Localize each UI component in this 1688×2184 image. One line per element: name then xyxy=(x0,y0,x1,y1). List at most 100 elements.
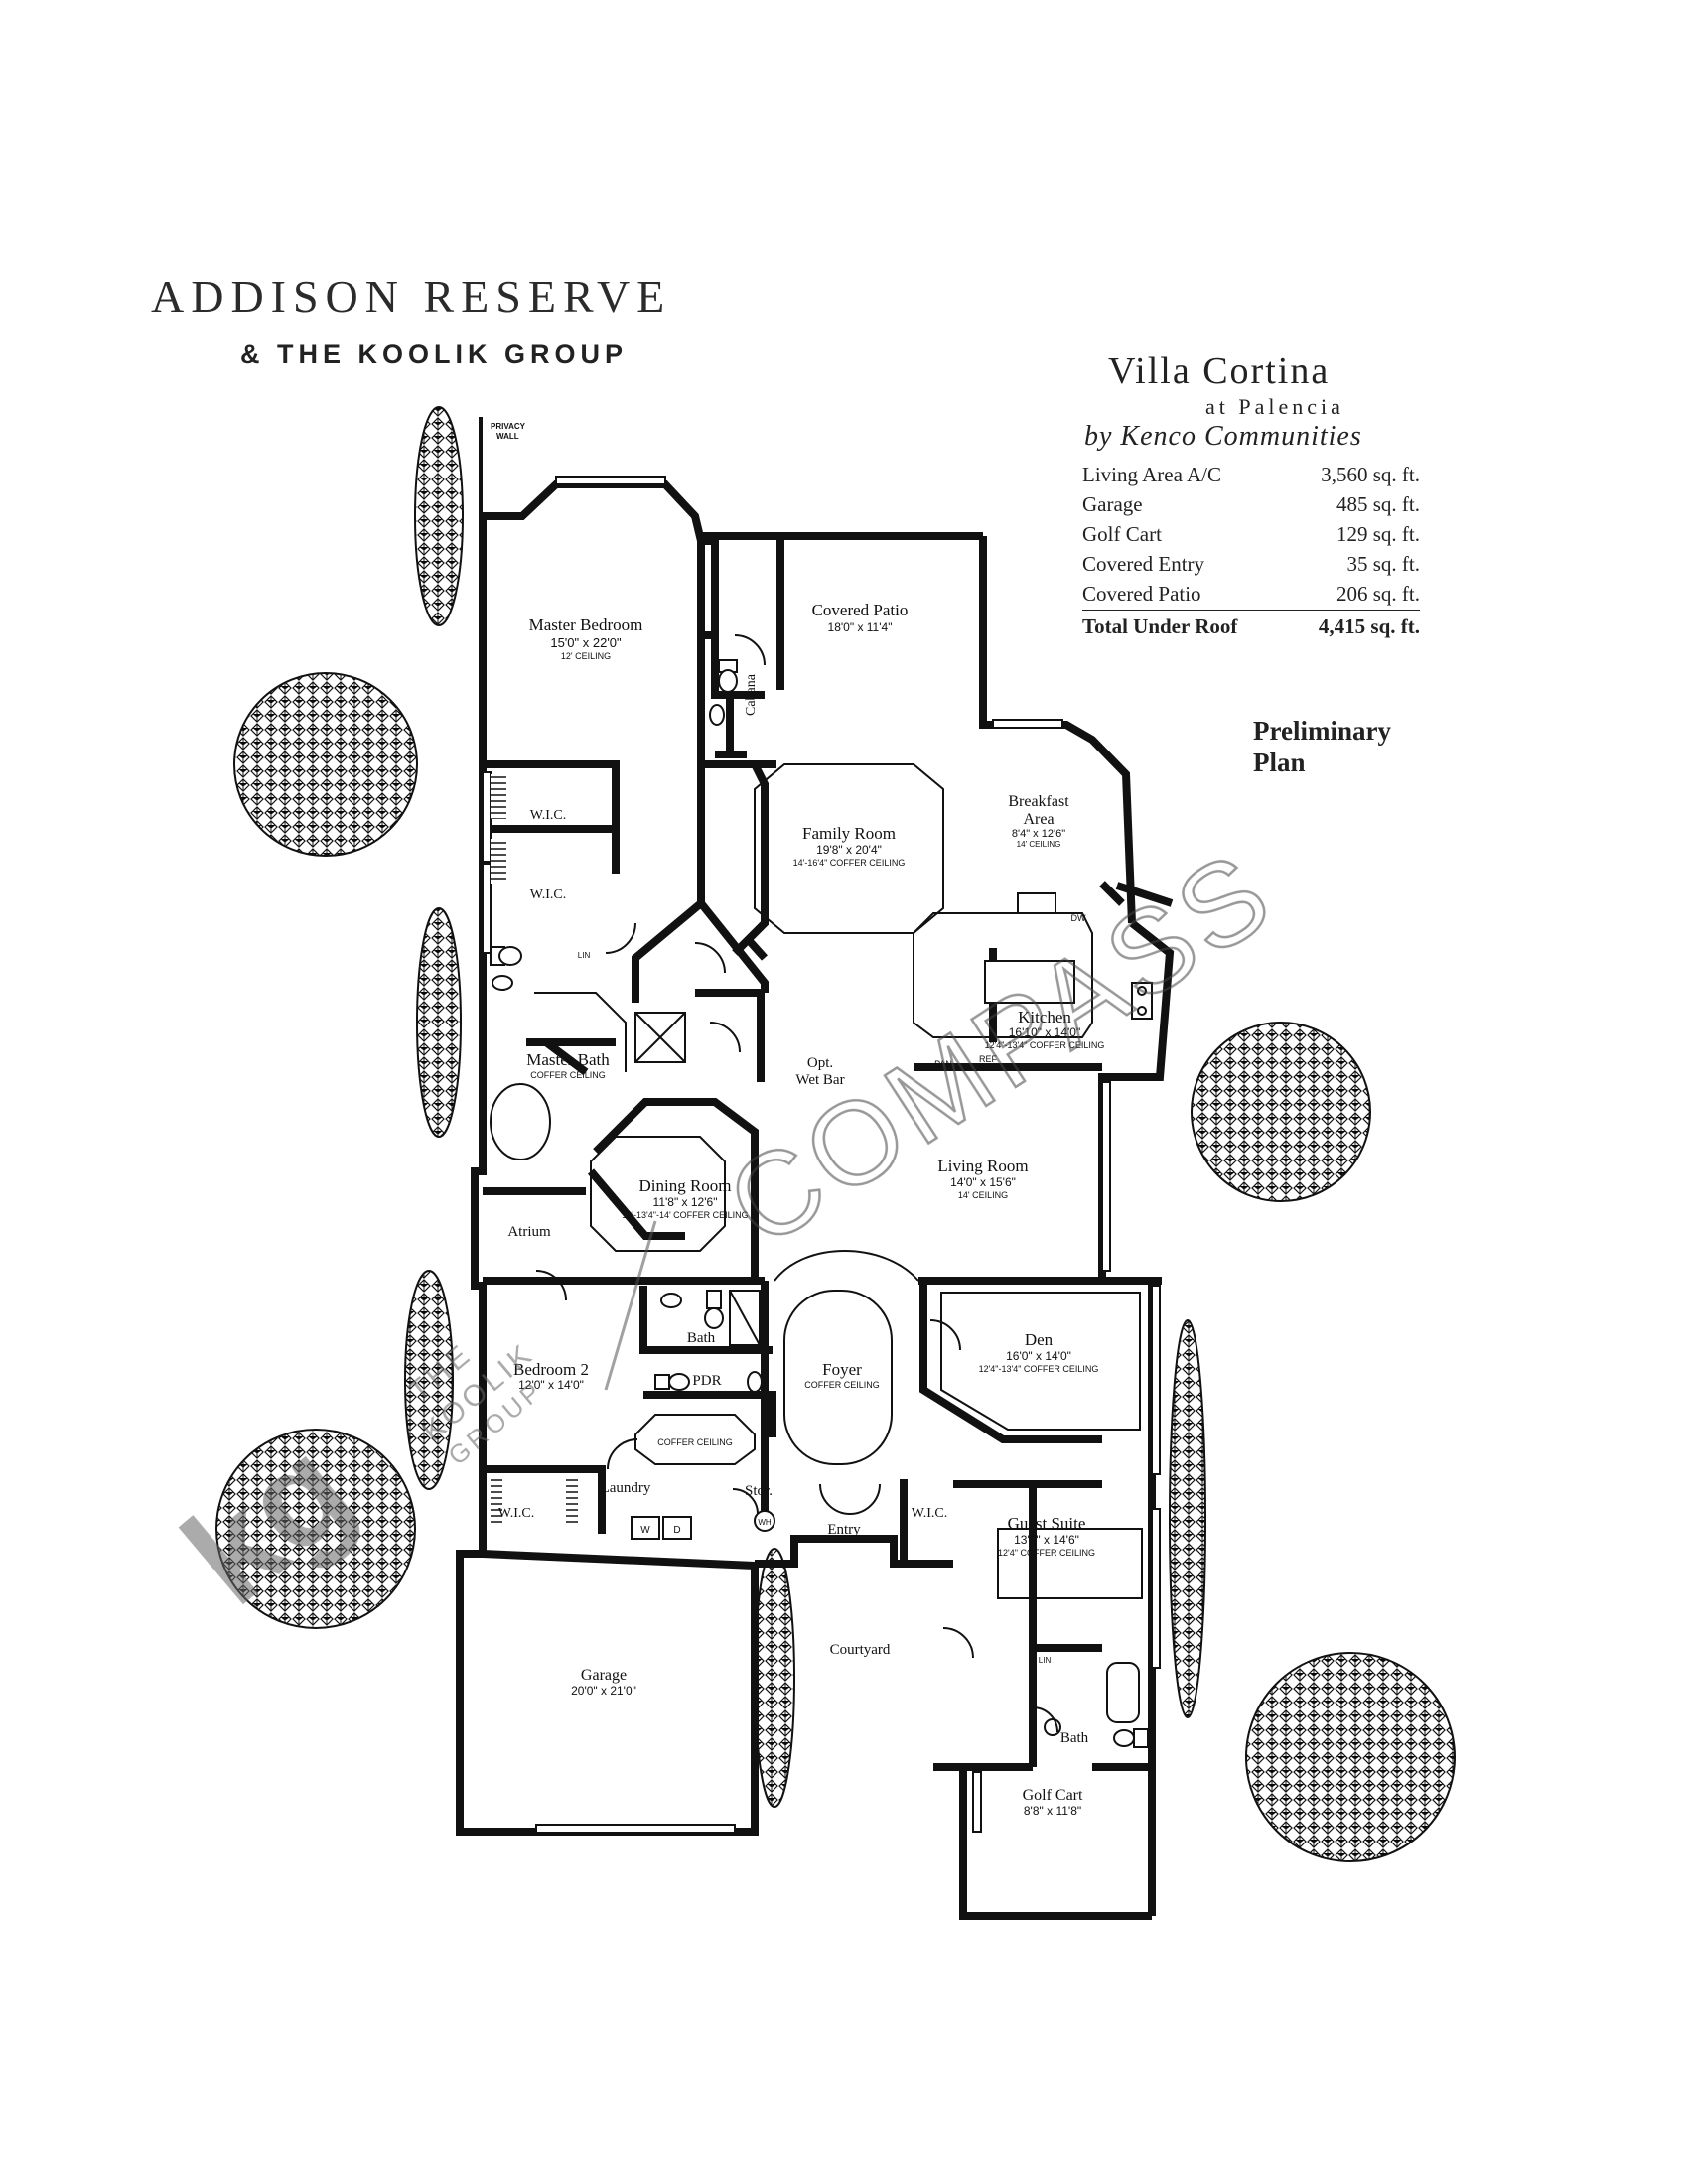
entry-label: Entry xyxy=(827,1522,861,1538)
plan-builder: by Kenco Communities xyxy=(1084,421,1362,452)
washer-icon xyxy=(631,1516,660,1540)
guest-suite-label: Guest Suite xyxy=(1008,1514,1086,1533)
family-room-dims: 19'8" x 20'4" xyxy=(816,843,882,857)
washer-label: W xyxy=(640,1525,650,1536)
covered-patio-dims: 18'0" x 11'4" xyxy=(828,620,893,634)
coffer-ceiling-label: COFFER CEILING xyxy=(657,1437,733,1447)
shrub-icon xyxy=(416,907,462,1138)
closet-shelving xyxy=(491,774,578,1524)
garage-label: Garage xyxy=(581,1667,627,1684)
sink-icon xyxy=(1044,1718,1061,1736)
area-table: Living Area A/C 3,560 sq. ft. Garage 485 sq… xyxy=(1082,461,1420,642)
guest-suite-dims: 13'8" x 14'6" xyxy=(1014,1533,1079,1547)
storage-label: Stor. xyxy=(745,1483,773,1499)
watermark-divider xyxy=(604,1220,657,1391)
atrium-label: Atrium xyxy=(507,1224,551,1240)
family-room-label: Family Room xyxy=(802,824,896,843)
family-room-note: 14'-16'4" COFFER CEILING xyxy=(793,858,906,868)
kitchen-label: Kitchen xyxy=(1018,1008,1071,1026)
breakfast-note: 14' CEILING xyxy=(1017,840,1061,849)
cabana-label: Cabana xyxy=(744,673,759,716)
bedroom-2-label: Bedroom 2 xyxy=(513,1360,589,1379)
area-label: Covered Entry xyxy=(1082,552,1205,576)
wic-label-2: W.I.C. xyxy=(530,887,566,902)
area-row: Golf Cart 129 sq. ft. xyxy=(1082,520,1420,550)
shrub-icon xyxy=(754,1548,795,1808)
sink-icon xyxy=(709,704,725,726)
sink-icon xyxy=(747,1371,763,1393)
bathtub-icon xyxy=(1106,1662,1140,1723)
tree-icon xyxy=(1245,1652,1456,1862)
golf-cart-dims: 8'8" x 11'8" xyxy=(1024,1804,1081,1818)
master-bedroom-note: 12' CEILING xyxy=(561,651,611,661)
living-room-dims: 14'0" x 15'6" xyxy=(950,1175,1016,1189)
brand-title: ADDISON RESERVE xyxy=(151,271,672,322)
dw-label: DW xyxy=(1071,913,1086,923)
area-value: 4,415 sq. ft. xyxy=(1318,614,1420,638)
living-room-label: Living Room xyxy=(937,1157,1028,1175)
windows xyxy=(482,476,1161,1834)
shrub-icon xyxy=(404,1270,454,1490)
area-label: Living Area A/C xyxy=(1082,463,1221,486)
master-bedroom-dims: 15'0" x 22'0" xyxy=(550,635,622,650)
dryer-label: D xyxy=(673,1525,680,1536)
den-dims: 16'0" x 14'0" xyxy=(1006,1349,1071,1363)
area-value: 485 sq. ft. xyxy=(1336,492,1420,516)
guest-suite-note: 12'4" COFFER CEILING xyxy=(998,1548,1095,1558)
breakfast-dims: 8'4" x 12'6" xyxy=(1012,828,1065,840)
pdr-label: PDR xyxy=(692,1373,721,1389)
area-row: Garage 485 sq. ft. xyxy=(1082,490,1420,520)
area-label: Golf Cart xyxy=(1082,522,1162,546)
shrub-icon xyxy=(414,406,464,626)
toilet-icon xyxy=(718,659,738,693)
area-label: Covered Patio xyxy=(1082,580,1287,611)
kitchen-dims: 16'10" x 14'0" xyxy=(1009,1025,1081,1039)
privacy-wall-label-1: PRIVACY xyxy=(491,422,526,431)
garage-dims: 20'0" x 21'0" xyxy=(571,1684,636,1698)
lin-label-2: LIN xyxy=(1039,1656,1052,1665)
water-heater-label: WH xyxy=(758,1518,772,1527)
fixtures xyxy=(490,659,1153,1748)
privacy-wall-label-2: WALL xyxy=(496,432,519,441)
dryer-icon xyxy=(662,1516,692,1540)
preliminary-label-line2: Plan xyxy=(1253,748,1306,777)
area-label: Garage xyxy=(1082,492,1143,516)
ref-label: REF xyxy=(979,1054,998,1064)
courtyard-label: Courtyard xyxy=(830,1642,891,1658)
toilet-icon xyxy=(654,1373,690,1391)
area-value: 129 sq. ft. xyxy=(1336,522,1420,546)
dining-room-dims: 11'8" x 12'6" xyxy=(653,1195,718,1209)
area-row: Living Area A/C 3,560 sq. ft. xyxy=(1082,461,1420,490)
compass-watermark: COMPASS xyxy=(706,825,1297,1272)
wet-bar-label-1: Opt. xyxy=(807,1055,833,1071)
preliminary-plan-label: Preliminary Plan xyxy=(1253,715,1391,778)
sink-icon xyxy=(660,1293,682,1308)
plan-name: Villa Cortina xyxy=(1108,350,1331,392)
toilet-icon xyxy=(490,946,522,966)
pan-label: PAN xyxy=(934,1059,952,1069)
dining-room-note: 12'-13'4"-14' COFFER CEILING xyxy=(622,1210,748,1220)
master-bath-note: COFFER CEILING xyxy=(530,1070,606,1080)
shower-icon xyxy=(634,1012,686,1063)
golf-cart-label: Golf Cart xyxy=(1023,1787,1083,1804)
bedroom-2-dims: 12'0" x 14'0" xyxy=(518,1378,584,1392)
lin-label-1: LIN xyxy=(578,951,591,960)
foyer-label: Foyer xyxy=(822,1360,862,1379)
bathtub-icon xyxy=(490,1083,551,1160)
kitchen-note: 12'4"-13'4" COFFER CEILING xyxy=(985,1040,1105,1050)
bath-label-1: Bath xyxy=(687,1330,716,1346)
interior-walls xyxy=(483,635,1174,1771)
wic-label-4: W.I.C. xyxy=(912,1506,947,1521)
area-value: 3,560 sq. ft. xyxy=(1321,463,1420,486)
master-bath-label: Master Bath xyxy=(526,1050,610,1069)
area-value: 206 sq. ft. xyxy=(1286,580,1420,611)
tree-icon xyxy=(1191,1022,1371,1202)
shower-icon xyxy=(729,1290,761,1346)
water-heater-icon xyxy=(754,1510,775,1532)
bath-label-2: Bath xyxy=(1060,1730,1089,1746)
plan-location: at Palencia xyxy=(1205,394,1344,419)
